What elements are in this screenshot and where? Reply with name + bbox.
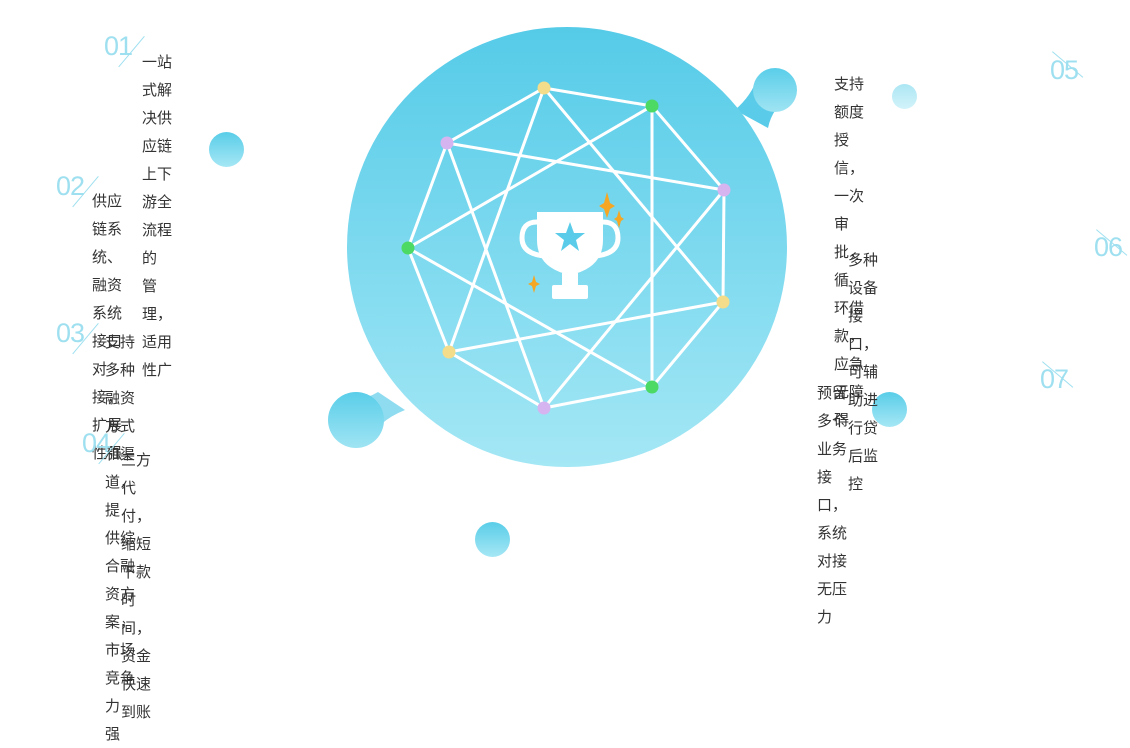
decorative-dot: [892, 84, 917, 109]
network-nodes: [401, 81, 731, 415]
feature-number: 03: [56, 318, 85, 348]
feature-number: 04: [82, 428, 111, 458]
node: [440, 136, 454, 150]
network-lines: [406, 86, 726, 410]
node: [645, 380, 659, 394]
feature-description: 支持额度授信，一次审批，循 环借款，应急无障碍: [834, 75, 865, 429]
node: [645, 99, 659, 113]
feature-number: 02: [56, 171, 85, 201]
feature-description: 预留多个业务接口，系统对接 无压力: [817, 384, 848, 626]
trophy-star-icon: [519, 212, 621, 299]
blob-upper-right: [735, 68, 797, 128]
node: [401, 241, 415, 255]
sparkle-icons: [528, 192, 624, 293]
feature-description: 多种设备接口，可辅助进行贷后监 控: [848, 251, 879, 493]
network-diagram: [328, 27, 797, 467]
blob-lower-left: [328, 392, 405, 448]
feature-description: 一站式解决供应链上下游全流程的 管理，适用性广: [142, 53, 173, 379]
node: [716, 295, 730, 309]
decorative-dot: [209, 132, 244, 167]
decorative-dot: [872, 392, 907, 427]
node: [537, 81, 551, 95]
feature-description: 三方代付，缩短下款时间，资金快速到账: [121, 451, 152, 721]
feature-description: 供应链系统、融资系统接口对 接，扩展性强: [92, 192, 123, 462]
node: [717, 183, 731, 197]
node: [537, 401, 551, 415]
node: [442, 345, 456, 359]
decorative-dot: [475, 522, 510, 557]
